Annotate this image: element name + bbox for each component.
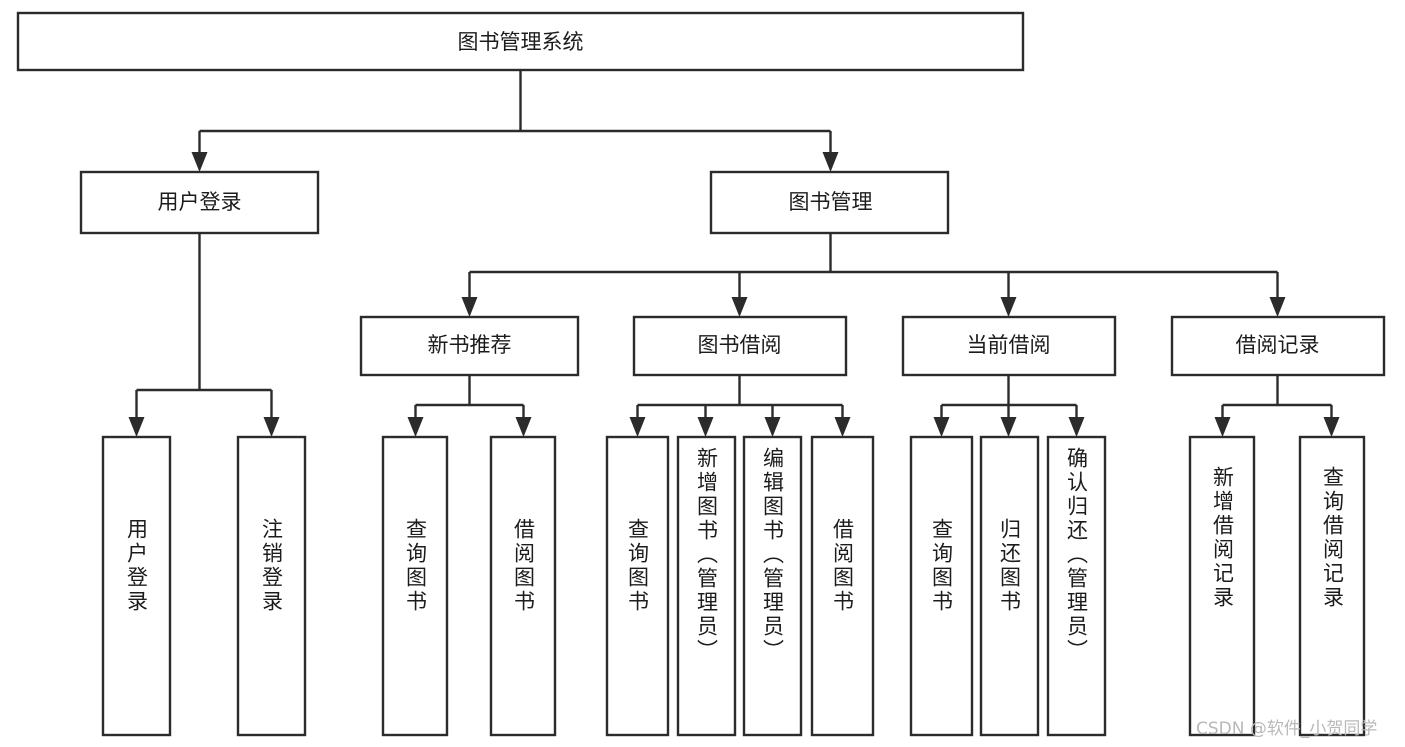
- current-borrow-label: 当前借阅: [967, 333, 1051, 357]
- leaf-return-book-box[interactable]: [979, 435, 1040, 737]
- arrow-to-leaf-confirm-return-admin: [1068, 417, 1085, 437]
- book-borrow-box[interactable]: [632, 315, 848, 377]
- node-leaf-query-book-borrow[interactable]: 查询图书: [605, 435, 670, 737]
- user-login-label: 用户登录: [158, 190, 242, 214]
- leaf-query-book-borrow-label: 查询图书: [626, 518, 650, 614]
- leaf-confirm-return-admin-label: 确认归还（管理员）: [1065, 447, 1089, 663]
- arrow-to-leaf-user-login: [128, 417, 145, 437]
- new-book-recommend-label: 新书推荐: [428, 333, 512, 357]
- arrow-to-leaf-return-book: [1000, 417, 1017, 437]
- book-management-box[interactable]: [709, 170, 950, 235]
- borrow-record-box[interactable]: [1170, 315, 1386, 377]
- node-leaf-confirm-return-admin[interactable]: 确认归还（管理员）: [1046, 435, 1107, 737]
- node-leaf-borrow-book-recommend[interactable]: 借阅图书: [489, 435, 557, 737]
- node-leaf-user-login[interactable]: 用户登录: [101, 435, 172, 737]
- book-borrow-label: 图书借阅: [698, 333, 782, 357]
- leaf-confirm-return-admin-box[interactable]: [1046, 435, 1107, 737]
- arrow-to-book-management: [822, 152, 839, 172]
- leaf-add-book-admin-box[interactable]: [676, 435, 737, 737]
- leaf-query-borrow-record-box[interactable]: [1298, 435, 1366, 737]
- node-root[interactable]: 图书管理系统: [16, 11, 1025, 72]
- node-leaf-return-book[interactable]: 归还图书: [979, 435, 1040, 737]
- root-label: 图书管理系统: [458, 30, 584, 54]
- arrow-to-leaf-logout-login: [263, 417, 280, 437]
- csdn-watermark: CSDN @软件_小贺同学: [1196, 719, 1377, 739]
- arrow-to-user-login: [191, 152, 208, 172]
- arrow-to-book-borrow: [731, 297, 748, 317]
- leaf-query-book-recommend-box[interactable]: [381, 435, 449, 737]
- leaf-query-borrow-record-label: 查询借阅记录: [1321, 466, 1345, 610]
- node-book-borrow[interactable]: 图书借阅: [632, 315, 848, 377]
- leaf-query-book-current-box[interactable]: [909, 435, 974, 737]
- leaf-query-book-recommend-label: 查询图书: [404, 518, 428, 614]
- arrow-to-leaf-query-borrow-record: [1323, 417, 1340, 437]
- leaf-user-login-box[interactable]: [101, 435, 172, 737]
- arrow-to-leaf-edit-book-admin: [764, 417, 781, 437]
- leaf-add-book-admin-label: 新增图书（管理员）: [695, 447, 719, 663]
- root-box[interactable]: [16, 11, 1025, 72]
- book-management-label: 图书管理: [789, 190, 873, 214]
- connector-layer: [128, 70, 1340, 437]
- node-book-management[interactable]: 图书管理: [709, 170, 950, 235]
- leaf-add-borrow-record-box[interactable]: [1188, 435, 1256, 737]
- leaf-borrow-book-recommend-label: 借阅图书: [512, 518, 536, 614]
- leaf-logout-login-box[interactable]: [236, 435, 307, 737]
- arrow-to-leaf-add-borrow-record: [1214, 417, 1231, 437]
- arrow-to-leaf-query-book-recommend: [407, 417, 424, 437]
- arrow-to-new-book-recommend: [461, 297, 478, 317]
- leaf-nodes-layer: 用户登录 注销登录 查询图书 借阅图书 查询图书 新增图书（管理员）: [101, 435, 1366, 737]
- leaf-query-book-borrow-box[interactable]: [605, 435, 670, 737]
- arrow-to-leaf-query-book-current: [933, 417, 950, 437]
- node-leaf-borrow-book[interactable]: 借阅图书: [810, 435, 875, 737]
- node-leaf-query-book-recommend[interactable]: 查询图书: [381, 435, 449, 737]
- arrow-to-leaf-query-book-borrow: [629, 417, 646, 437]
- node-new-book-recommend[interactable]: 新书推荐: [359, 315, 580, 377]
- user-login-box[interactable]: [79, 170, 320, 235]
- leaf-edit-book-admin-box[interactable]: [742, 435, 803, 737]
- node-leaf-query-book-current[interactable]: 查询图书: [909, 435, 974, 737]
- new-book-recommend-box[interactable]: [359, 315, 580, 377]
- leaf-return-book-label: 归还图书: [998, 518, 1022, 614]
- node-leaf-add-book-admin[interactable]: 新增图书（管理员）: [676, 435, 737, 737]
- node-user-login[interactable]: 用户登录: [79, 170, 320, 235]
- node-leaf-logout-login[interactable]: 注销登录: [236, 435, 307, 737]
- leaf-borrow-book-label: 借阅图书: [831, 518, 855, 614]
- leaf-add-borrow-record-label: 新增借阅记录: [1211, 466, 1235, 610]
- leaf-query-book-current-label: 查询图书: [930, 518, 954, 614]
- arrow-to-current-borrow: [1000, 297, 1017, 317]
- node-leaf-add-borrow-record[interactable]: 新增借阅记录: [1188, 435, 1256, 737]
- node-leaf-edit-book-admin[interactable]: 编辑图书（管理员）: [742, 435, 803, 737]
- leaf-user-login-label: 用户登录: [125, 518, 149, 614]
- leaf-borrow-book-box[interactable]: [810, 435, 875, 737]
- node-leaf-query-borrow-record[interactable]: 查询借阅记录: [1298, 435, 1366, 737]
- leaf-borrow-book-recommend-box[interactable]: [489, 435, 557, 737]
- leaf-logout-login-label: 注销登录: [260, 518, 284, 614]
- leaf-edit-book-admin-label: 编辑图书（管理员）: [761, 447, 785, 663]
- arrow-to-leaf-add-book-admin: [697, 417, 714, 437]
- arrow-to-borrow-record: [1269, 297, 1286, 317]
- node-current-borrow[interactable]: 当前借阅: [901, 315, 1117, 377]
- node-borrow-record[interactable]: 借阅记录: [1170, 315, 1386, 377]
- arrow-to-leaf-borrow-book: [834, 417, 851, 437]
- borrow-record-label: 借阅记录: [1236, 333, 1320, 357]
- current-borrow-box[interactable]: [901, 315, 1117, 377]
- arrow-to-leaf-borrow-book-recommend: [515, 417, 532, 437]
